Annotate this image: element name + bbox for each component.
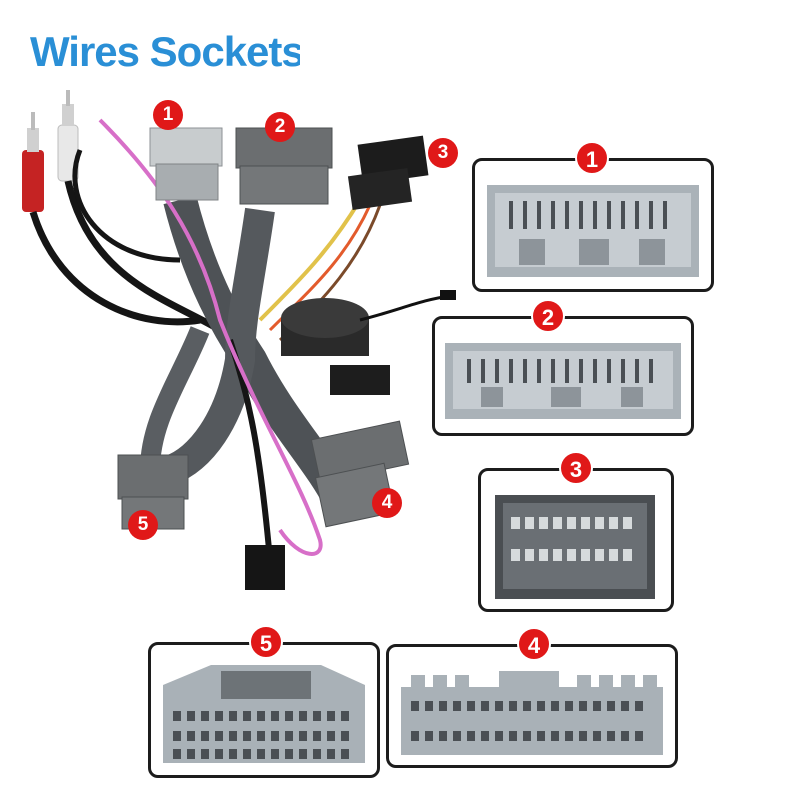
socket-panel-4: 4 [386,627,678,768]
socket-2-image [445,343,681,419]
page-title: Wires Sockets [30,28,300,75]
panel-4-badge: 4 [517,627,551,661]
panel-1-badge: 1 [575,141,609,175]
socket-panel-1: 1 [472,141,714,292]
harness-connector-1 [149,127,223,201]
harness-label-3: 3 [428,138,458,168]
harness-small-connector [245,545,285,590]
harness-label-1: 1 [153,100,183,130]
panel-2-badge: 2 [531,299,565,333]
speaker-buzzer [281,290,456,395]
harness-label-5: 5 [128,510,158,540]
harness-label-4: 4 [372,488,402,518]
harness-connector-3 [347,135,429,211]
harness-label-2: 2 [265,112,295,142]
socket-5-image [163,665,365,763]
socket-3-image [495,495,655,599]
socket-4-image [401,671,663,755]
panel-5-badge: 5 [249,625,283,659]
panel-3-badge: 3 [559,451,593,485]
socket-panel-5: 5 [148,625,380,778]
wire-harness-illustration [22,90,456,590]
harness-connector-5 [117,454,189,530]
socket-1-image [487,185,699,277]
socket-panel-2: 2 [432,299,694,436]
socket-panel-3: 3 [478,451,674,612]
rca-plug-red [22,112,44,212]
